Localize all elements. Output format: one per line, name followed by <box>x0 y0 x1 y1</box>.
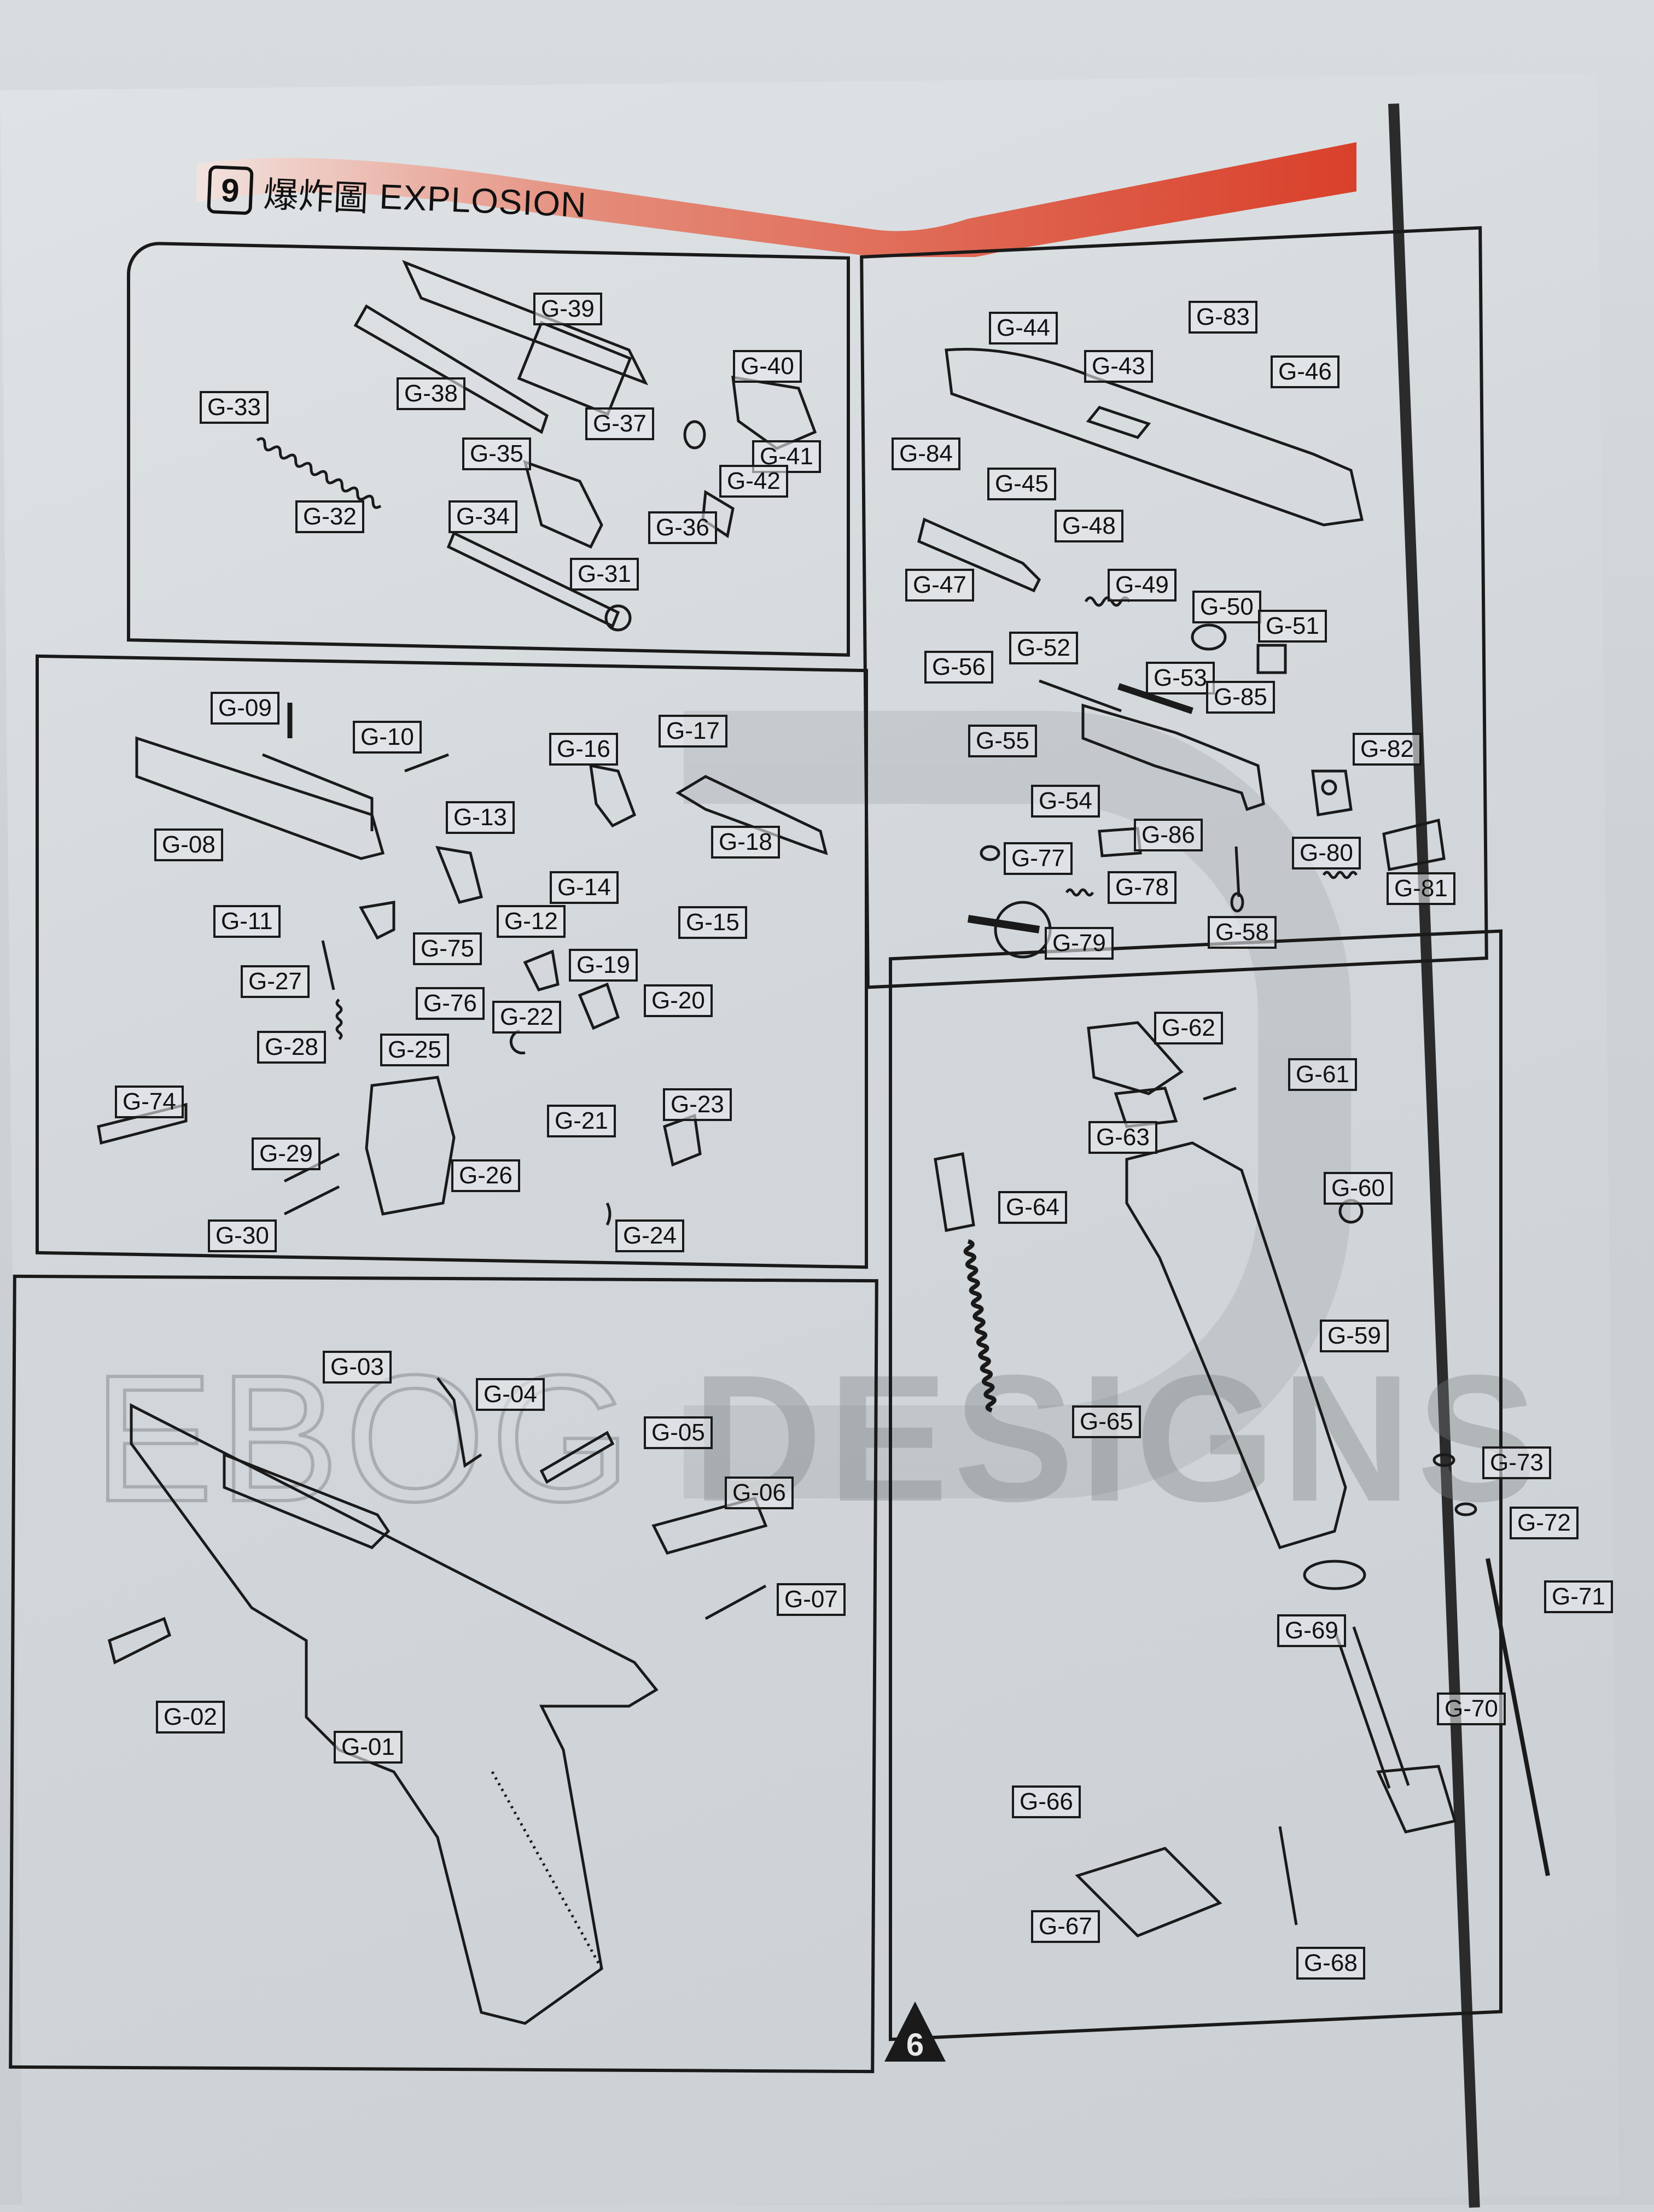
part-label-g-61: G-61 <box>1288 1058 1357 1092</box>
part-label-g-40: G-40 <box>733 350 802 383</box>
part-label-g-62: G-62 <box>1154 1012 1223 1045</box>
part-label-g-80: G-80 <box>1292 837 1361 870</box>
page-number: 6 <box>906 2027 924 2063</box>
part-label-g-54: G-54 <box>1031 785 1100 818</box>
part-label-g-59: G-59 <box>1320 1320 1389 1353</box>
page-number-triangle-icon <box>884 2001 946 2062</box>
part-label-g-69: G-69 <box>1277 1614 1346 1648</box>
part-label-g-55: G-55 <box>968 725 1037 758</box>
part-label-g-46: G-46 <box>1271 355 1339 389</box>
part-label-g-44: G-44 <box>989 312 1058 345</box>
part-label-g-28: G-28 <box>257 1031 326 1064</box>
part-label-g-64: G-64 <box>998 1191 1067 1224</box>
part-label-g-38: G-38 <box>397 377 465 411</box>
part-label-g-48: G-48 <box>1055 510 1123 543</box>
part-label-g-66: G-66 <box>1012 1785 1081 1819</box>
part-label-g-34: G-34 <box>449 500 517 534</box>
section-banner <box>191 142 1362 257</box>
part-label-g-37: G-37 <box>585 407 654 441</box>
part-label-g-47: G-47 <box>905 569 974 602</box>
section-number: 9 <box>207 165 254 215</box>
part-label-g-19: G-19 <box>569 949 638 982</box>
part-label-g-27: G-27 <box>241 965 310 999</box>
part-label-g-22: G-22 <box>492 1001 561 1034</box>
part-label-g-77: G-77 <box>1004 842 1073 876</box>
part-label-g-26: G-26 <box>451 1159 520 1193</box>
part-label-g-13: G-13 <box>446 801 515 834</box>
part-label-g-36: G-36 <box>648 511 717 545</box>
part-label-g-20: G-20 <box>644 984 713 1018</box>
part-label-g-42: G-42 <box>719 465 788 498</box>
part-label-g-68: G-68 <box>1296 1947 1365 1980</box>
part-label-g-32: G-32 <box>295 500 364 534</box>
part-label-g-75: G-75 <box>413 932 482 966</box>
part-label-g-10: G-10 <box>353 721 422 754</box>
part-label-g-35: G-35 <box>462 437 531 471</box>
part-label-g-29: G-29 <box>252 1137 321 1171</box>
part-label-g-71: G-71 <box>1544 1580 1613 1614</box>
part-label-g-52: G-52 <box>1009 632 1078 665</box>
part-label-g-24: G-24 <box>615 1219 684 1253</box>
part-label-g-81: G-81 <box>1387 872 1455 906</box>
part-label-g-60: G-60 <box>1324 1172 1393 1205</box>
part-label-g-06: G-06 <box>725 1476 794 1510</box>
part-label-g-05: G-05 <box>644 1416 713 1450</box>
part-label-g-21: G-21 <box>547 1105 616 1138</box>
part-label-g-50: G-50 <box>1192 591 1261 624</box>
part-label-g-11: G-11 <box>213 905 281 938</box>
part-label-g-08: G-08 <box>154 828 223 862</box>
part-label-g-39: G-39 <box>533 293 602 326</box>
part-label-g-82: G-82 <box>1353 733 1422 766</box>
part-label-g-09: G-09 <box>211 692 279 725</box>
part-label-g-45: G-45 <box>987 468 1056 501</box>
part-label-g-67: G-67 <box>1031 1910 1100 1943</box>
part-label-g-25: G-25 <box>380 1034 449 1067</box>
part-label-g-76: G-76 <box>416 987 485 1020</box>
part-label-g-30: G-30 <box>208 1219 277 1253</box>
part-label-g-33: G-33 <box>200 391 269 424</box>
part-label-g-73: G-73 <box>1482 1446 1551 1480</box>
part-label-g-12: G-12 <box>497 905 566 938</box>
part-label-g-84: G-84 <box>892 437 960 471</box>
part-label-g-23: G-23 <box>663 1088 732 1122</box>
part-label-g-16: G-16 <box>549 733 618 766</box>
part-label-g-49: G-49 <box>1108 569 1177 602</box>
part-label-g-03: G-03 <box>323 1351 392 1384</box>
part-label-g-14: G-14 <box>550 871 619 904</box>
part-label-g-78: G-78 <box>1108 871 1177 904</box>
part-label-g-79: G-79 <box>1045 927 1114 960</box>
part-label-g-07: G-07 <box>777 1583 846 1616</box>
part-label-g-56: G-56 <box>924 651 993 684</box>
panel-frame-assembly <box>9 1274 878 2074</box>
part-label-g-17: G-17 <box>659 715 727 748</box>
part-label-g-04: G-04 <box>476 1378 545 1411</box>
title-chinese: 爆炸圖 <box>263 174 370 219</box>
part-label-g-74: G-74 <box>115 1085 184 1119</box>
panel-magazine-assembly <box>889 929 1502 2041</box>
part-label-g-51: G-51 <box>1258 610 1327 643</box>
title-english: EXPLOSION <box>378 177 587 225</box>
part-label-g-18: G-18 <box>711 826 780 859</box>
part-label-g-01: G-01 <box>334 1731 403 1764</box>
part-label-g-72: G-72 <box>1510 1507 1579 1540</box>
part-label-g-83: G-83 <box>1189 301 1257 334</box>
part-label-g-63: G-63 <box>1088 1121 1157 1154</box>
part-label-g-43: G-43 <box>1084 350 1153 383</box>
part-label-g-86: G-86 <box>1134 819 1203 852</box>
part-label-g-15: G-15 <box>678 906 747 939</box>
part-label-g-53: G-53 <box>1146 662 1215 695</box>
part-label-g-31: G-31 <box>570 558 639 591</box>
part-label-g-58: G-58 <box>1208 916 1277 949</box>
part-label-g-85: G-85 <box>1206 681 1275 714</box>
part-label-g-02: G-02 <box>156 1701 225 1734</box>
part-label-g-65: G-65 <box>1072 1405 1141 1439</box>
part-label-g-70: G-70 <box>1437 1692 1506 1726</box>
